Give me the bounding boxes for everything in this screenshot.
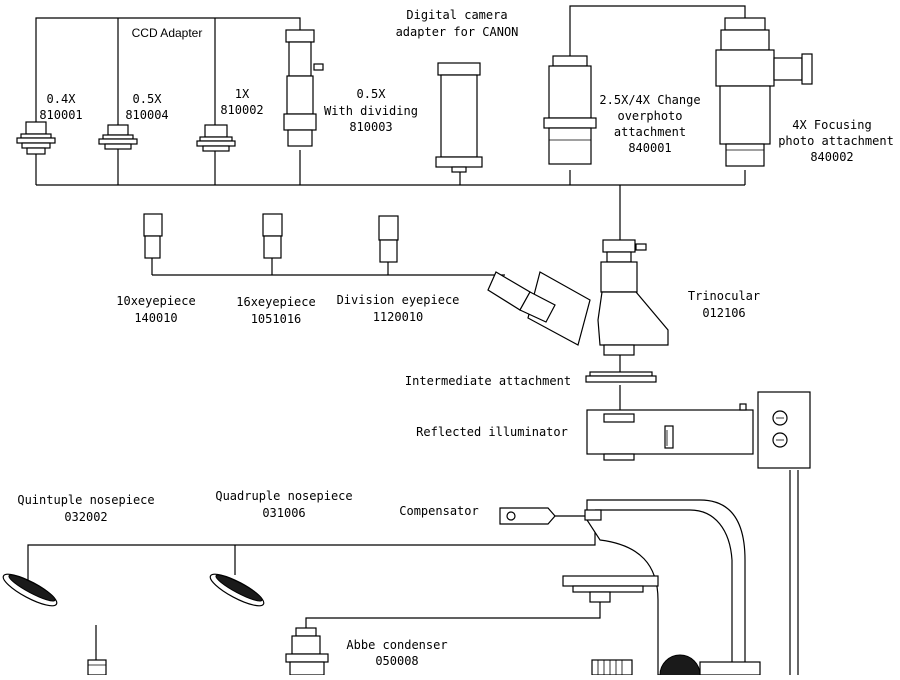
adapter-05x-zoom: 0.5X — [133, 92, 163, 106]
division-eyepiece-icon[interactable] — [378, 215, 399, 263]
focusing-attachment-code: 840002 — [810, 150, 853, 164]
quadruple-nosepiece-icon[interactable] — [207, 569, 267, 611]
adapter-04x-icon[interactable] — [16, 121, 56, 155]
abbe-condenser-icon[interactable] — [285, 627, 329, 676]
dividing-adapter-code: 810003 — [349, 120, 392, 134]
reflected-illuminator-label: Reflected illuminator — [416, 425, 568, 439]
focusing-photo-attachment-icon[interactable] — [715, 17, 813, 167]
adapter-1x-icon[interactable] — [196, 124, 236, 152]
adapter-1x-zoom: 1X — [235, 87, 250, 101]
abbe-condenser-name: Abbe condenser — [346, 638, 447, 652]
division-eyepiece-name: Division eyepiece — [337, 293, 460, 307]
dividing-adapter-zoom: 0.5X — [357, 87, 387, 101]
adapter-04x-zoom: 0.4X — [47, 92, 77, 106]
microscope-stand-icon[interactable] — [562, 499, 761, 680]
connector-lines — [27, 5, 799, 675]
change-photo-attachment-icon[interactable] — [543, 55, 597, 165]
change-attachment-label-2: overphoto — [617, 109, 682, 123]
compensator-label: Compensator — [399, 504, 478, 518]
intermediate-attachment-icon[interactable] — [585, 371, 657, 383]
intermediate-attachment-label: Intermediate attachment — [405, 374, 571, 388]
objective-icon[interactable] — [87, 659, 107, 676]
eyepiece-16x-name: 16xeyepiece — [236, 295, 315, 309]
focusing-attachment-label-1: 4X Focusing — [792, 118, 871, 132]
quintuple-nosepiece-icon[interactable] — [0, 569, 60, 611]
adapter-1x-code: 810002 — [220, 103, 263, 117]
change-attachment-label-1: 2.5X/4X Change — [599, 93, 700, 107]
trinocular-code: 012106 — [702, 306, 745, 320]
trinocular-name: Trinocular — [688, 289, 760, 303]
abbe-condenser-code: 050008 — [375, 654, 418, 668]
eyepiece-10x-code: 140010 — [134, 311, 177, 325]
dividing-adapter-name: With dividing — [324, 104, 418, 118]
eyepiece-10x-name: 10xeyepiece — [116, 294, 195, 308]
eyepiece-16x-code: 1051016 — [251, 312, 302, 326]
adapter-05x-code: 810004 — [125, 108, 168, 122]
trinocular-head-icon[interactable] — [487, 239, 669, 356]
adapter-04x-code: 810001 — [39, 108, 82, 122]
compensator-icon[interactable] — [499, 507, 556, 525]
change-attachment-code: 840001 — [628, 141, 671, 155]
change-attachment-label-3: attachment — [614, 125, 686, 139]
quadruple-nosepiece-name: Quadruple nosepiece — [215, 489, 352, 503]
canon-adapter-label-1: Digital camera — [406, 8, 507, 22]
division-eyepiece-code: 1120010 — [373, 310, 424, 324]
focusing-attachment-label-2: photo attachment — [778, 134, 894, 148]
canon-adapter-label-2: adapter for CANON — [396, 25, 519, 39]
dividing-adapter-icon[interactable] — [283, 29, 324, 147]
eyepiece-16x-icon[interactable] — [262, 213, 283, 259]
eyepiece-10x-icon[interactable] — [143, 213, 163, 259]
quintuple-nosepiece-name: Quintuple nosepiece — [17, 493, 154, 507]
reflected-illuminator-icon[interactable] — [586, 391, 811, 469]
ccd-adapter-label: CCD Adapter — [132, 26, 203, 40]
quadruple-nosepiece-code: 031006 — [262, 506, 305, 520]
quintuple-nosepiece-code: 032002 — [64, 510, 107, 524]
canon-adapter-icon[interactable] — [435, 62, 483, 173]
adapter-05x-icon[interactable] — [98, 124, 138, 150]
